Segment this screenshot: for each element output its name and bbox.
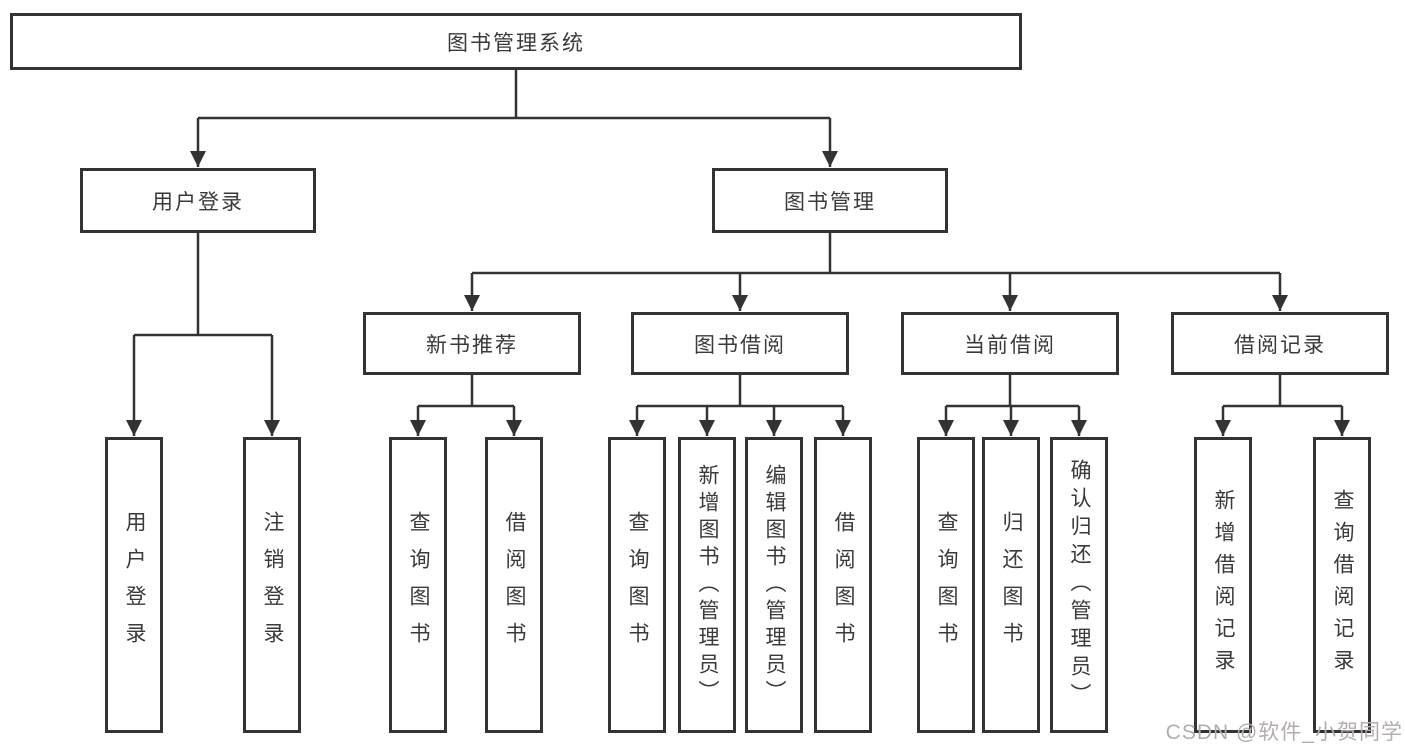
node-label: 新增图书（管理员） <box>696 463 719 707</box>
node-label: 图书借阅 <box>694 333 786 357</box>
node-label: 归还图书 <box>1000 511 1023 659</box>
leaf-borrow-books: 借阅图书 <box>814 437 872 733</box>
node-label: 借阅图书 <box>832 511 855 659</box>
leaf-add-books-admin: 新增图书（管理员） <box>678 437 736 733</box>
node-book-management-system: 图书管理系统 <box>10 13 1022 70</box>
leaf-confirm-return-admin: 确认归还（管理员） <box>1050 437 1108 733</box>
node-label: 借阅记录 <box>1234 333 1326 357</box>
node-new-book-recommendation: 新书推荐 <box>363 312 581 375</box>
node-label: 图书管理 <box>784 190 876 214</box>
csdn-watermark: CSDN @软件_小贺同学 <box>1165 721 1403 744</box>
node-current-borrowing: 当前借阅 <box>901 312 1119 375</box>
node-label: 查询图书 <box>935 511 958 659</box>
node-label: 查询借阅记录 <box>1331 489 1354 681</box>
node-label: 注销登录 <box>261 511 284 659</box>
leaf-query-books-current: 查询图书 <box>917 437 975 733</box>
node-label: 图书管理系统 <box>447 31 585 55</box>
leaf-query-books-borrow: 查询图书 <box>608 437 666 733</box>
node-label: 借阅图书 <box>503 511 526 659</box>
leaf-return-books: 归还图书 <box>982 437 1040 733</box>
tree-branch-lines <box>134 70 1342 408</box>
node-label: 新书推荐 <box>426 333 518 357</box>
node-book-management: 图书管理 <box>712 168 948 233</box>
node-label: 确认归还（管理员） <box>1068 459 1091 711</box>
node-user-login: 用户登录 <box>80 168 316 233</box>
leaf-user-login: 用户登录 <box>105 437 163 733</box>
node-label: 查询图书 <box>626 511 649 659</box>
node-label: 新增借阅记录 <box>1212 489 1235 681</box>
leaf-borrow-books-recommend: 借阅图书 <box>485 437 543 733</box>
leaf-edit-books-admin: 编辑图书（管理员） <box>745 437 803 733</box>
node-label: 用户登录 <box>152 190 244 214</box>
leaf-logout: 注销登录 <box>243 437 301 733</box>
node-label: 查询图书 <box>407 511 430 659</box>
node-book-borrowing: 图书借阅 <box>631 312 849 375</box>
node-label: 编辑图书（管理员） <box>763 463 786 707</box>
leaf-query-borrowing-record: 查询借阅记录 <box>1313 437 1371 733</box>
node-borrowing-records: 借阅记录 <box>1171 312 1389 375</box>
leaf-query-books-recommend: 查询图书 <box>389 437 447 733</box>
node-label: 当前借阅 <box>964 333 1056 357</box>
leaf-add-borrowing-record: 新增借阅记录 <box>1194 437 1252 733</box>
node-label: 用户登录 <box>123 511 146 659</box>
